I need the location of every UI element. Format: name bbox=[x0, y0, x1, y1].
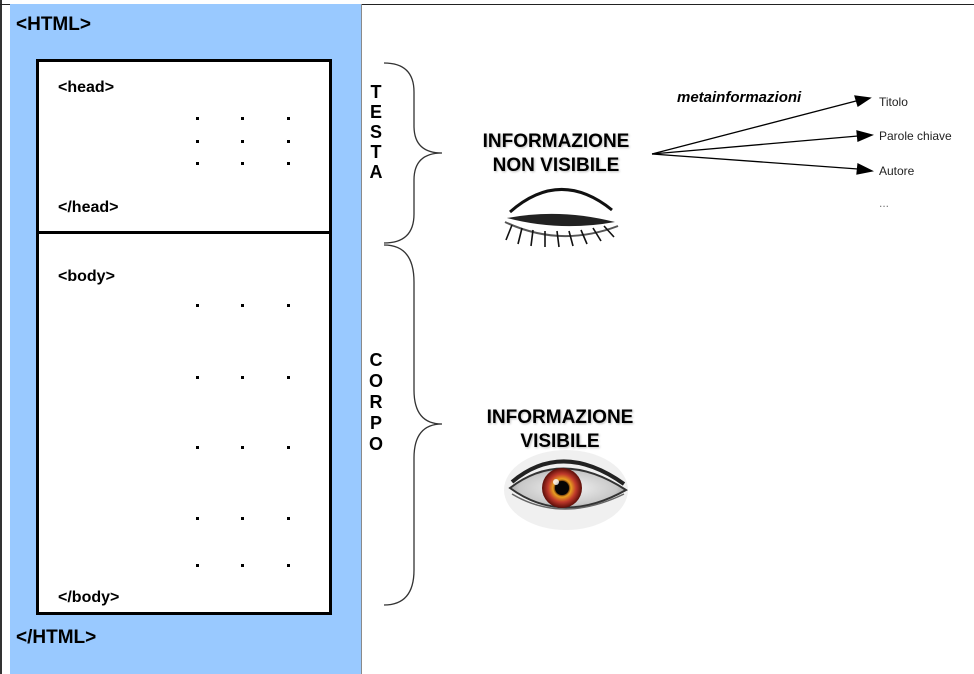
meta-item-ellipsis: ... bbox=[879, 196, 890, 210]
info-visible-line1: INFORMAZIONE bbox=[486, 407, 634, 428]
head-body-divider bbox=[36, 231, 332, 234]
testa-letter: A bbox=[369, 162, 383, 182]
ellipsis-dot bbox=[241, 162, 244, 165]
ellipsis-dot bbox=[287, 304, 290, 307]
ellipsis-dot bbox=[241, 376, 244, 379]
ellipsis-dot bbox=[287, 162, 290, 165]
head-close-tag: </head> bbox=[58, 199, 119, 216]
ellipsis-dot bbox=[287, 446, 290, 449]
ellipsis-dot bbox=[287, 117, 290, 120]
corpo-letter: R bbox=[369, 392, 383, 412]
document-box bbox=[36, 59, 332, 615]
info-non-visible-heading: INFORMAZIONE NON VISIBILE bbox=[448, 130, 664, 178]
corpo-letter: O bbox=[368, 371, 383, 391]
testa-letter: S bbox=[369, 122, 382, 142]
frame-top-border bbox=[0, 4, 974, 5]
testa-letter: T bbox=[370, 82, 382, 102]
ellipsis-dot bbox=[196, 564, 199, 567]
ellipsis-dot bbox=[287, 140, 290, 143]
arrow-autore bbox=[651, 153, 859, 170]
ellipsis-dot bbox=[196, 517, 199, 520]
ellipsis-dot bbox=[241, 140, 244, 143]
meta-item-titolo: Titolo bbox=[879, 95, 908, 109]
ellipsis-dot bbox=[287, 564, 290, 567]
closed-eye-icon bbox=[504, 188, 619, 248]
ellipsis-dot bbox=[196, 304, 199, 307]
html-close-tag: </HTML> bbox=[16, 627, 97, 648]
metainformazioni-label: metainformazioni bbox=[677, 89, 802, 106]
ellipsis-dot bbox=[287, 376, 290, 379]
corpo-letter: C bbox=[369, 350, 383, 370]
head-open-tag: <head> bbox=[58, 79, 115, 96]
corpo-letter: O bbox=[368, 434, 383, 454]
ellipsis-dot bbox=[196, 162, 199, 165]
info-visible-heading: INFORMAZIONE VISIBILE bbox=[452, 406, 668, 454]
meta-item-parole-chiave: Parole chiave bbox=[879, 129, 952, 143]
ellipsis-dot bbox=[196, 376, 199, 379]
ellipsis-dot bbox=[241, 564, 244, 567]
ellipsis-dot bbox=[196, 446, 199, 449]
arrow-parole-chiave bbox=[651, 135, 859, 155]
body-open-tag: <body> bbox=[58, 268, 115, 285]
arrowhead-titolo-icon bbox=[854, 95, 872, 108]
corpo-brace bbox=[383, 244, 443, 606]
testa-letter: T bbox=[370, 142, 382, 162]
html-open-tag: <HTML> bbox=[16, 14, 91, 35]
corpo-vertical-label: C O R P O bbox=[366, 350, 386, 455]
frame-left-border bbox=[0, 0, 2, 674]
info-non-visible-line1: INFORMAZIONE bbox=[482, 131, 630, 152]
metainfo-arrows bbox=[651, 95, 874, 175]
body-close-tag: </body> bbox=[58, 589, 120, 606]
ellipsis-dot bbox=[241, 117, 244, 120]
meta-item-autore: Autore bbox=[879, 164, 915, 178]
arrowhead-autore-icon bbox=[856, 162, 874, 175]
testa-letter: E bbox=[369, 102, 382, 122]
corpo-letter: P bbox=[369, 413, 382, 433]
testa-brace bbox=[383, 62, 443, 244]
ellipsis-dot bbox=[241, 446, 244, 449]
testa-vertical-label: T E S T A bbox=[366, 82, 386, 182]
info-non-visible-line2: NON VISIBILE bbox=[492, 155, 620, 176]
ellipsis-dot bbox=[241, 304, 244, 307]
open-eye-icon bbox=[504, 450, 628, 530]
ellipsis-dot bbox=[241, 517, 244, 520]
info-visible-line2: VISIBILE bbox=[520, 431, 600, 452]
arrowhead-parole-chiave-icon bbox=[856, 130, 874, 142]
ellipsis-dot bbox=[287, 517, 290, 520]
ellipsis-dot bbox=[196, 117, 199, 120]
ellipsis-dot bbox=[196, 140, 199, 143]
arrow-titolo bbox=[651, 100, 857, 155]
